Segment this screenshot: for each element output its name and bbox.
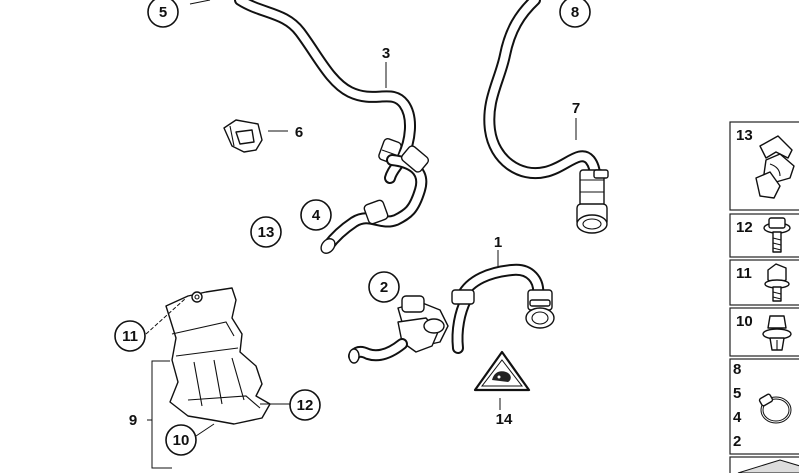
callout-8[interactable]: 8	[559, 0, 591, 28]
label-7[interactable]: 7	[572, 100, 580, 117]
callout-10[interactable]: 10	[165, 424, 197, 456]
legend-panel-partial	[729, 456, 799, 473]
label-6[interactable]: 6	[295, 124, 303, 141]
legend-label-2: 2	[733, 433, 741, 450]
legend-label-5: 5	[733, 385, 741, 402]
callout-12[interactable]: 12	[289, 389, 321, 421]
legend-panel-11[interactable]: 11	[729, 259, 799, 306]
callout-11[interactable]: 11	[114, 320, 146, 352]
callout-4-label: 4	[312, 207, 321, 224]
legend-label-10: 10	[736, 313, 753, 330]
hose-clip-icon	[755, 135, 795, 199]
hose-part-3[interactable]	[234, 0, 416, 184]
leader-lines	[145, 0, 577, 437]
label-9[interactable]: 9	[129, 412, 137, 429]
legend-label-12: 12	[736, 219, 753, 236]
legend-panel-10[interactable]: 10	[729, 307, 799, 357]
legend-panel-12[interactable]: 12	[729, 213, 799, 258]
warning-label-14[interactable]	[473, 350, 531, 392]
callout-13[interactable]: 13	[250, 216, 282, 248]
label-1[interactable]: 1	[494, 234, 502, 251]
legend-label-4: 4	[733, 409, 742, 426]
hose-clamp-icon	[758, 393, 792, 424]
callout-11-label: 11	[122, 328, 138, 345]
callout-2-label: 2	[380, 279, 388, 296]
hose-part-2[interactable]	[348, 289, 475, 364]
label-3[interactable]: 3	[382, 45, 390, 62]
label-14[interactable]: 14	[496, 411, 513, 428]
leader-bracket-9	[151, 360, 172, 469]
hex-bolt-icon	[764, 263, 790, 302]
callout-8-label: 8	[571, 4, 579, 21]
legend-panel-13[interactable]: 13	[729, 121, 799, 211]
flange-bolt-icon	[763, 217, 791, 253]
callout-5[interactable]: 5	[147, 0, 179, 28]
legend-label-8: 8	[733, 361, 741, 378]
callout-13-label: 13	[258, 224, 275, 241]
legend-panel-hose-clamp[interactable]: 8 5 4 2	[729, 358, 799, 455]
callout-10-label: 10	[173, 432, 190, 449]
callout-4[interactable]: 4	[300, 199, 332, 231]
hose-part-4[interactable]	[318, 144, 430, 256]
legend-label-11: 11	[736, 265, 752, 282]
callout-2[interactable]: 2	[368, 271, 400, 303]
clip-part-6[interactable]	[223, 119, 263, 153]
hose-part-1[interactable]	[456, 263, 555, 329]
heat-shield-part-9[interactable]	[165, 287, 271, 425]
hose-part-7[interactable]	[483, 0, 609, 234]
callout-12-label: 12	[297, 397, 314, 414]
legend-label-13: 13	[736, 127, 753, 144]
callout-5-label: 5	[159, 4, 167, 21]
expanding-rivet-icon	[762, 315, 792, 351]
